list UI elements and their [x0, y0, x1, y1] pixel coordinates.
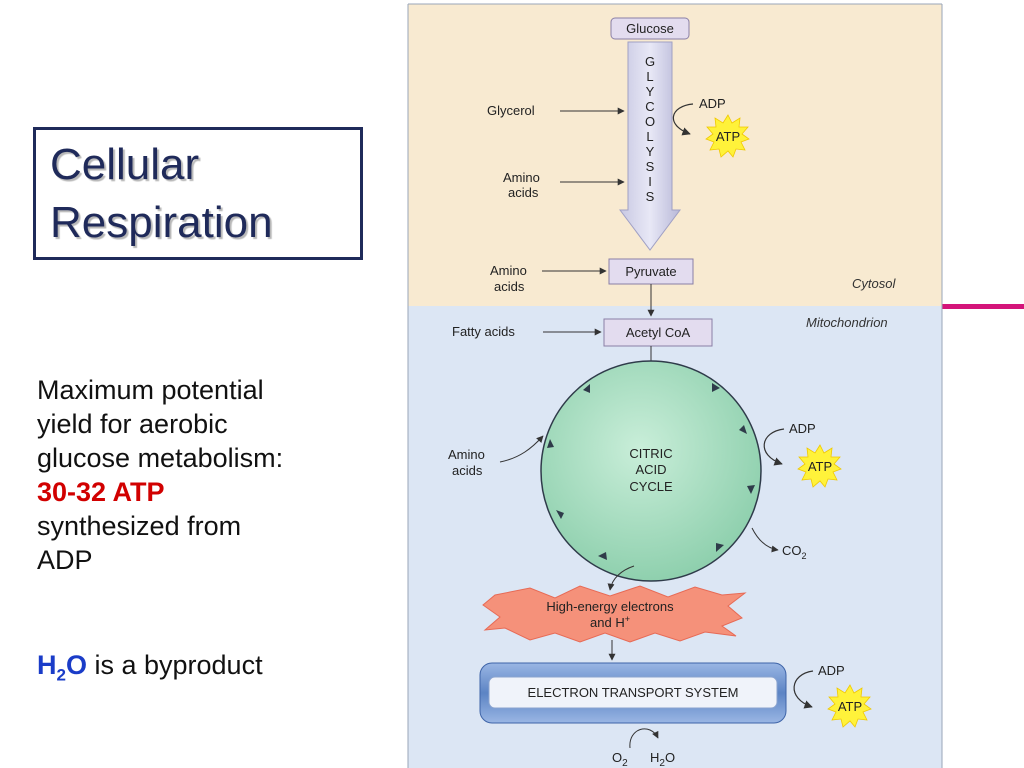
adp-1-label: ADP — [699, 96, 726, 111]
glycolysis-letter: O — [645, 114, 655, 129]
yield-text-line5: ADP — [37, 545, 93, 575]
cycle-arrowheads — [547, 383, 755, 560]
pyruvate-box — [608, 258, 694, 285]
o2-sub: 2 — [622, 758, 628, 768]
glycolysis-letter: Y — [646, 144, 655, 159]
glycolysis-letter: G — [645, 54, 655, 69]
glycolysis-letter: I — [648, 174, 652, 189]
high-energy-electrons-burst — [482, 585, 747, 643]
adp-2-label: ADP — [789, 421, 816, 436]
title-box: Cellular Respiration — [33, 127, 363, 260]
slide-title-line1: Cellular — [50, 140, 200, 189]
citric-label-line1: CITRIC — [629, 446, 672, 461]
amino-acids-3-line2: acids — [452, 463, 483, 478]
cytosol-region — [408, 4, 942, 306]
amino-acids-1-line2: acids — [508, 185, 539, 200]
glycolysis-letter: L — [646, 69, 653, 84]
water-o: O — [65, 650, 87, 680]
acetyl-coa-box — [603, 318, 713, 347]
water-sub: 2 — [56, 665, 66, 685]
acetyl-coa-label: Acetyl CoA — [626, 325, 691, 340]
glucose-label: Glucose — [626, 21, 674, 36]
accent-line — [896, 304, 1024, 309]
atp-1-star — [705, 114, 750, 158]
citric-label-line3: CYCLE — [629, 479, 673, 494]
electrons-sup: + — [625, 614, 630, 624]
water-byproduct-text: H2O is a byproduct — [37, 650, 263, 685]
atp-3-star — [827, 684, 872, 728]
amino-acids-2-line1: Amino — [490, 263, 527, 278]
glucose-box — [610, 17, 690, 40]
o2-to-h2o-arrow — [629, 728, 659, 749]
glycerol-label: Glycerol — [487, 103, 535, 118]
mitochondrion-label: Mitochondrion — [806, 315, 888, 330]
h2o-sub: 2 — [659, 758, 665, 768]
glycolysis-letter: C — [645, 99, 654, 114]
adp-atp-1-arrow — [672, 103, 694, 136]
amino-acids-1-line1: Amino — [503, 170, 540, 185]
co2-label: CO2 — [782, 543, 807, 561]
fatty-acids-label: Fatty acids — [452, 324, 515, 339]
glycolysis-letters: G L Y C O L Y S I S — [645, 54, 655, 204]
ets-label: ELECTRON TRANSPORT SYSTEM — [528, 685, 739, 700]
water-h: H — [37, 650, 57, 680]
h2o-h: H — [650, 750, 659, 765]
ets-box — [488, 676, 778, 709]
glycolysis-letter: Y — [646, 84, 655, 99]
water-formula: H2O — [37, 650, 87, 684]
atp-1-label: ATP — [716, 129, 740, 144]
h2o-label: H2O — [650, 750, 675, 768]
electrons-and-h: and H — [590, 615, 625, 630]
atp-yield: 30-32 ATP — [37, 477, 165, 507]
glycolysis-arrow — [619, 41, 681, 251]
co2-arrow — [751, 527, 779, 553]
adp-atp-3-arrow — [793, 670, 814, 709]
byproduct-label: is a byproduct — [86, 650, 263, 680]
citric-acid-cycle — [540, 360, 762, 582]
electrons-label-line2: and H+ — [590, 614, 630, 630]
amino-acids-2-line2: acids — [494, 279, 525, 294]
atp-2-label: ATP — [808, 459, 832, 474]
yield-text-line1: Maximum potential — [37, 375, 264, 405]
o2-label: O2 — [612, 750, 628, 768]
cycle-to-electrons-arrow — [607, 565, 635, 591]
h2o-o: O — [665, 750, 675, 765]
yield-text-line2: yield for aerobic — [37, 409, 228, 439]
atp-2-star — [797, 444, 842, 488]
adp-3-label: ADP — [818, 663, 845, 678]
co2-sub: 2 — [802, 551, 807, 561]
yield-text: Maximum potential yield for aerobic gluc… — [37, 373, 367, 577]
o2-o: O — [612, 750, 622, 765]
adp-atp-2-arrow — [763, 428, 785, 466]
glycolysis-letter: S — [646, 159, 655, 174]
pyruvate-label: Pyruvate — [625, 264, 676, 279]
amino-acids-3-arrow — [499, 435, 544, 463]
cytosol-label: Cytosol — [852, 276, 896, 291]
glycolysis-letter: L — [646, 129, 653, 144]
co2-c: CO — [782, 543, 802, 558]
yield-text-line4: synthesized from — [37, 511, 242, 541]
atp-3-label: ATP — [838, 699, 862, 714]
slide-title-line2: Respiration — [50, 198, 273, 247]
electrons-label-line1: High-energy electrons — [546, 599, 674, 614]
yield-text-line3: glucose metabolism: — [37, 443, 284, 473]
glycolysis-letter: S — [646, 189, 655, 204]
amino-acids-3-line1: Amino — [448, 447, 485, 462]
citric-label-line2: ACID — [635, 462, 666, 477]
